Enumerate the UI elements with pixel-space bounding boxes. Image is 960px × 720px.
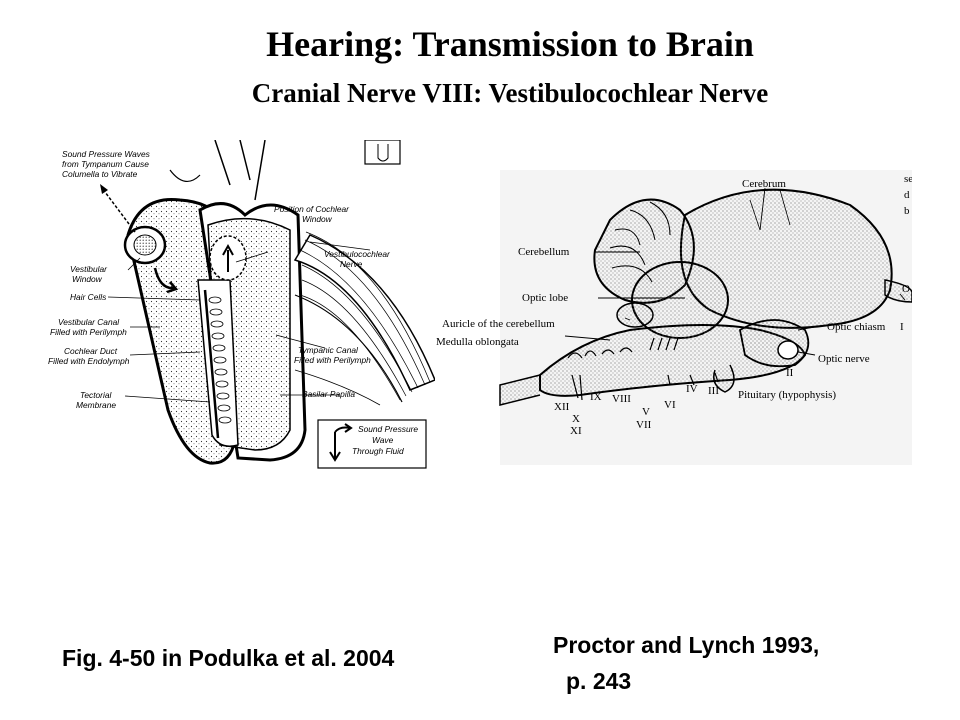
label-tectorial-1: Tectorial — [80, 390, 112, 400]
label-optic-chiasm: Optic chiasm — [827, 321, 886, 333]
label-vestibular-canal-1: Vestibular Canal — [58, 317, 120, 327]
label-nerve-v: V — [642, 406, 650, 418]
label-nerve-vi: VI — [664, 399, 676, 411]
label-edge-b: b — [904, 205, 910, 217]
label-nerve-iii: III — [708, 385, 719, 397]
label-pituitary: Pituitary (hypophysis) — [738, 389, 836, 401]
caption-right-line1: Proctor and Lynch 1993, — [553, 632, 820, 658]
legend-line-3: Through Fluid — [352, 446, 404, 456]
label-cochlear-duct-1: Cochlear Duct — [64, 346, 118, 356]
label-tectorial-2: Membrane — [76, 400, 116, 410]
slide-title: Hearing: Transmission to Brain — [266, 24, 754, 64]
label-vc-nerve-1: Vestibulocochlear — [324, 249, 391, 259]
label-basilar-papilla: Basilar Papilla — [302, 389, 355, 399]
label-auricle: Auricle of the cerebellum — [442, 318, 555, 330]
label-optic-nerve: Optic nerve — [818, 353, 870, 365]
label-cerebrum: Cerebrum — [742, 178, 786, 190]
label-vestibular-canal-2: Filled with Perilymph — [50, 327, 127, 337]
label-nerve-vii: VII — [636, 419, 652, 431]
label-nerve-iv: IV — [686, 383, 698, 395]
legend-line-2: Wave — [372, 435, 394, 445]
label-nerve-viii: VIII — [612, 393, 631, 405]
label-vestibular-window-2: Window — [72, 274, 103, 284]
label-tympanic-canal-1: Tympanic Canal — [298, 345, 359, 355]
caption-left: Fig. 4-50 in Podulka et al. 2004 — [62, 645, 395, 671]
label-optic-lobe: Optic lobe — [522, 292, 568, 304]
label-nerve-i: I — [900, 321, 904, 333]
label-vc-nerve-2: Nerve — [340, 259, 363, 269]
label-cochlear-window-1: Position of Cochlear — [274, 204, 350, 214]
label-nerve-x: X — [572, 413, 580, 425]
label-nerve-ii: II — [786, 367, 794, 379]
label-sound-waves-3: Columella to Vibrate — [62, 169, 138, 179]
label-tympanic-canal-2: Filled with Perilymph — [294, 355, 371, 365]
label-cochlear-window-2: Window — [302, 214, 333, 224]
label-nerve-xii: XII — [554, 401, 570, 413]
label-sound-waves-2: from Tympanum Cause — [62, 159, 149, 169]
label-medulla: Medulla oblongata — [436, 336, 519, 348]
label-edge-o: O — [902, 283, 910, 295]
label-vestibular-window-1: Vestibular — [70, 264, 108, 274]
label-sound-waves-1: Sound Pressure Waves — [62, 149, 151, 159]
legend-line-1: Sound Pressure — [358, 424, 418, 434]
slide-subtitle: Cranial Nerve VIII: Vestibulocochlear Ne… — [251, 78, 769, 108]
label-edge-d: d — [904, 189, 910, 201]
caption-right-line2: p. 243 — [566, 668, 632, 694]
brain-diagram: Cerebrum Cerebellum Optic lobe Auricle o… — [430, 170, 912, 465]
label-nerve-xi: XI — [570, 425, 582, 437]
label-cochlear-duct-2: Filled with Endolymph — [48, 356, 130, 366]
cochlea-diagram: Sound Pressure Waves from Tympanum Cause… — [40, 140, 435, 470]
label-hair-cells: Hair Cells — [70, 292, 107, 302]
label-cerebellum: Cerebellum — [518, 246, 570, 258]
label-nerve-ix: IX — [590, 391, 602, 403]
label-edge-s: se — [904, 173, 912, 185]
